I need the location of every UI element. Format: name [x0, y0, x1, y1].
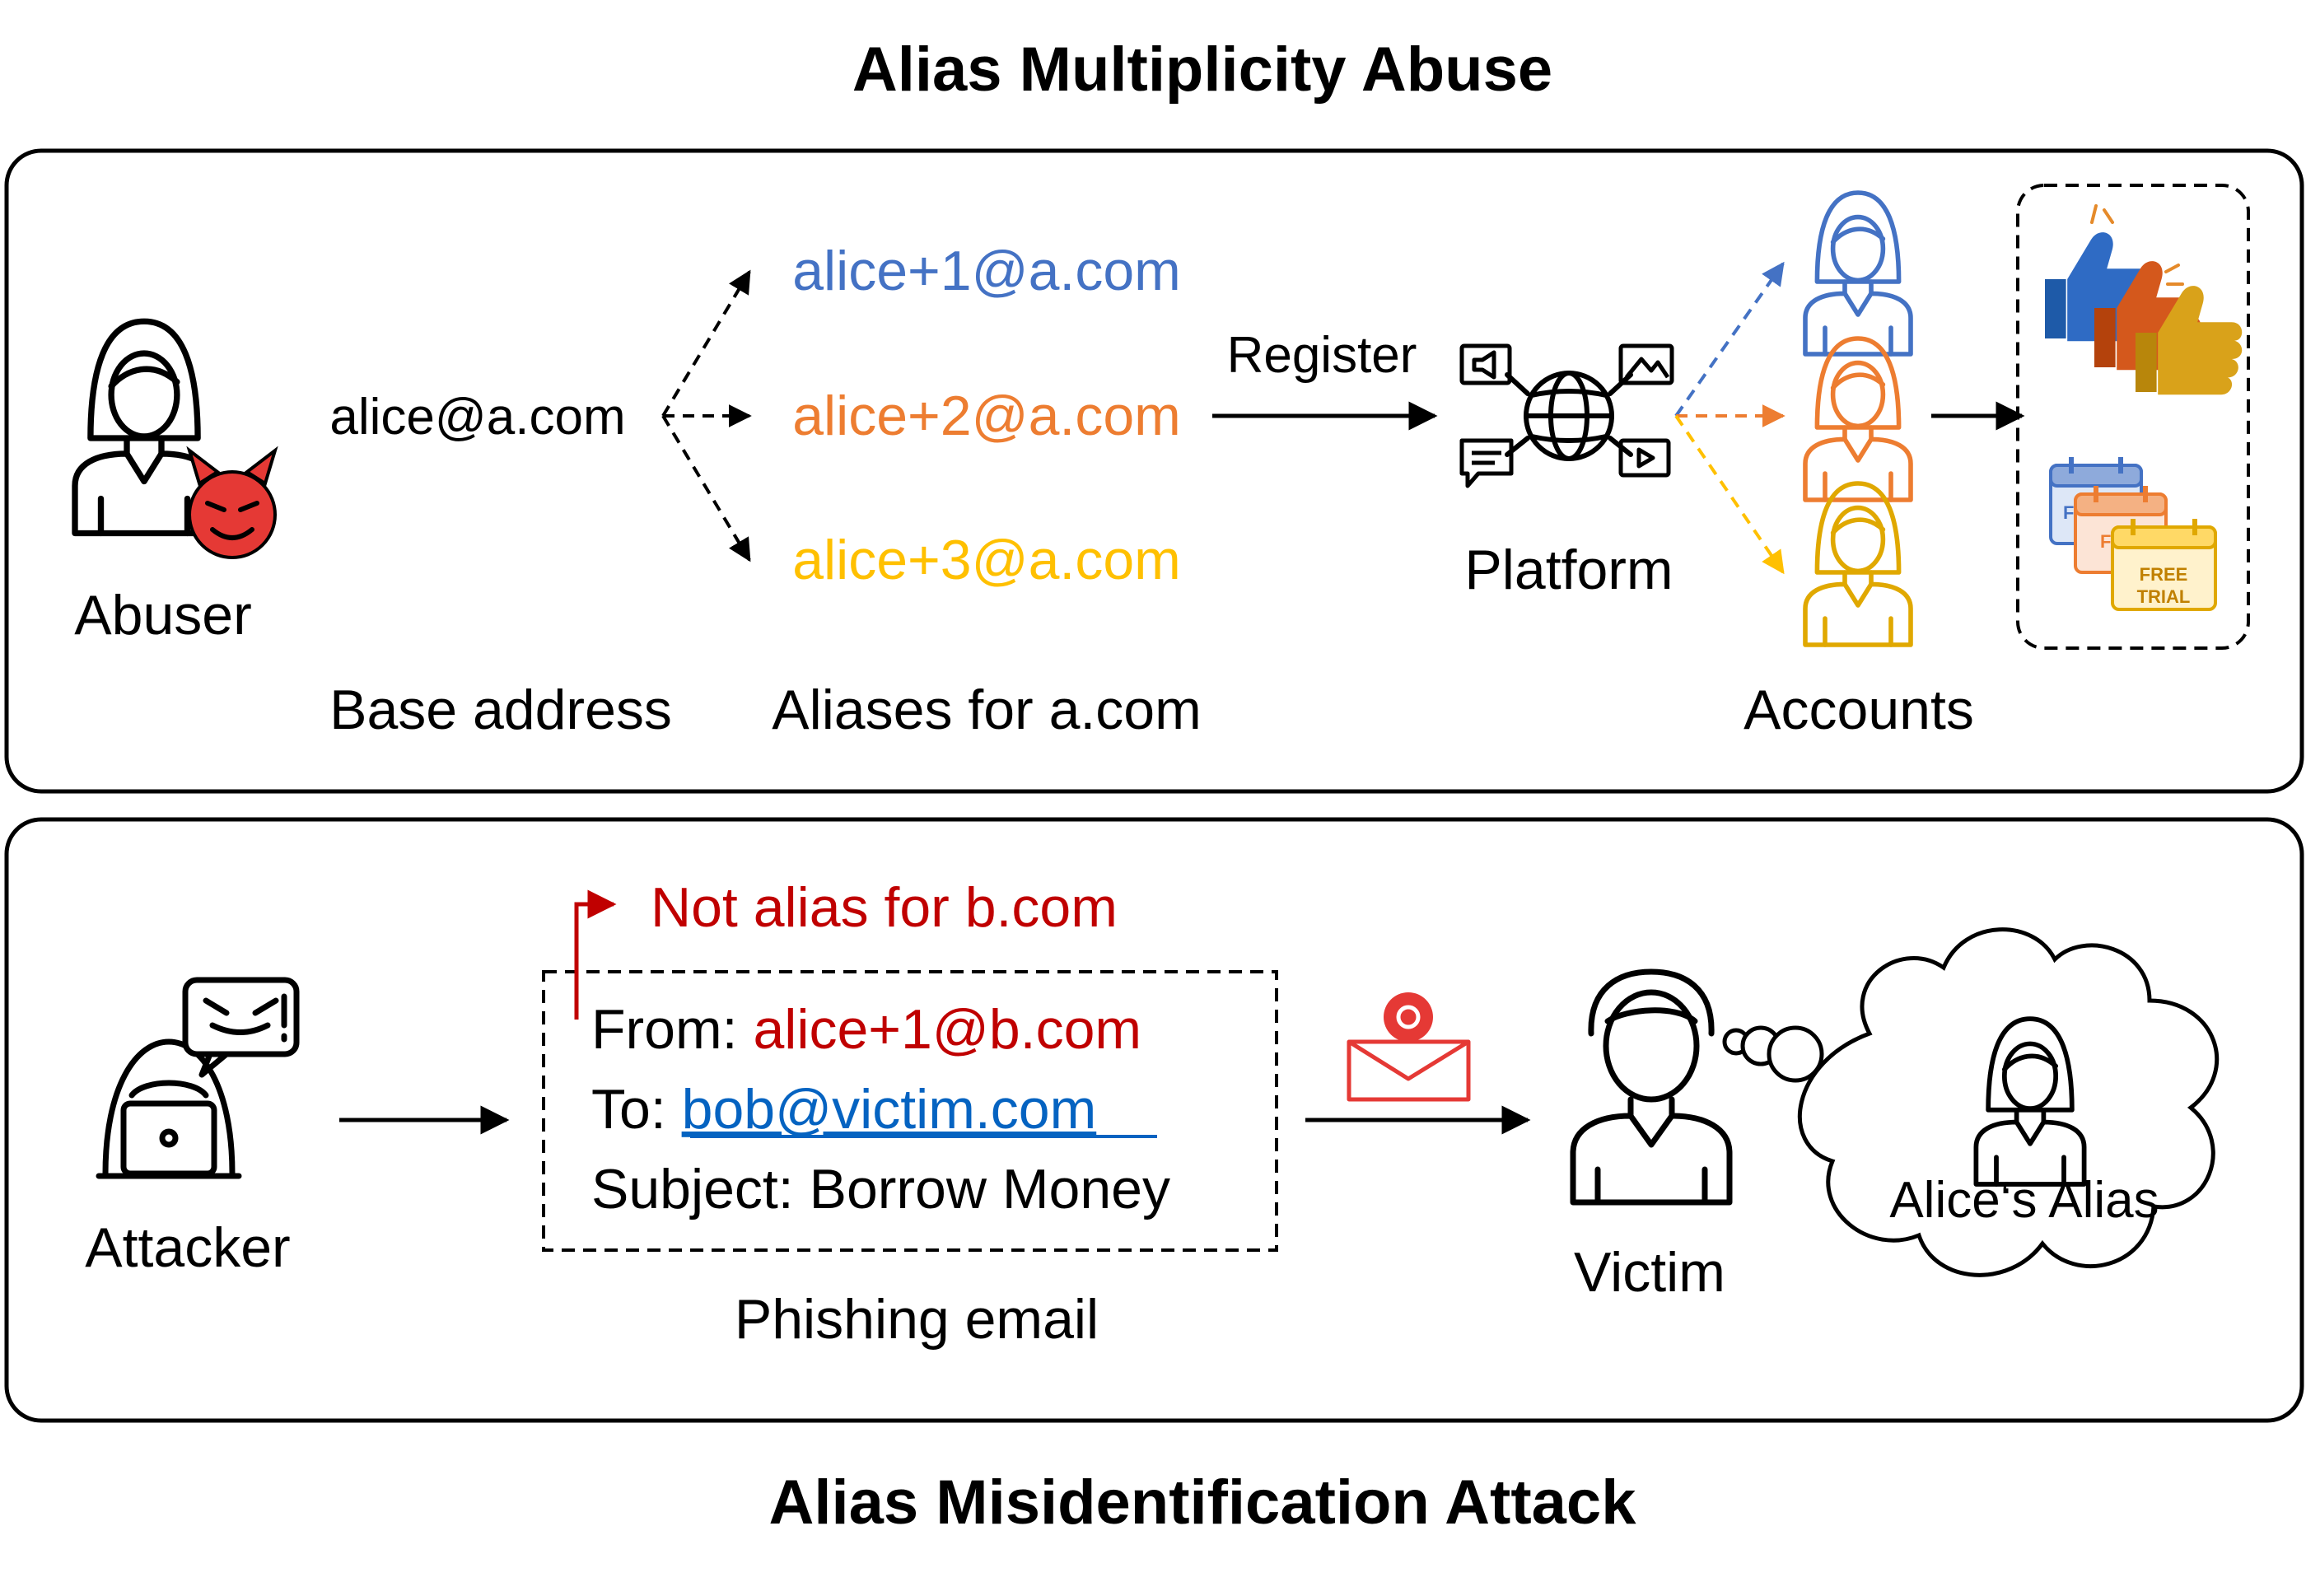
- svg-text:FREE: FREE: [2140, 564, 2188, 585]
- platform-video-icon: [1618, 438, 1671, 478]
- base-email: alice@a.com: [329, 389, 625, 446]
- thought-cloud: [1797, 927, 2220, 1277]
- to-line: To: bob@victim.com: [591, 1078, 1096, 1141]
- account-icon-blue: [1805, 193, 1911, 354]
- mail-icon: [1347, 992, 1471, 1102]
- platform-image-icon: [1618, 343, 1674, 385]
- phishing-email-caption: Phishing email: [735, 1288, 1099, 1351]
- thought-label: Alice‘s Alias: [1889, 1172, 2159, 1229]
- abuser-label: Abuser: [74, 584, 251, 646]
- attacker-icon: [96, 977, 300, 1179]
- account-arrow-blue: [1674, 261, 1785, 418]
- accounts-label: Accounts: [1744, 679, 1974, 741]
- platform-globe-icon: [1505, 371, 1633, 461]
- top-section-title: Alias Multiplicity Abuse: [852, 35, 1552, 105]
- not-alias-pointer: [574, 889, 617, 1020]
- alias-1: alice+1@a.com: [792, 240, 1181, 302]
- platform-chat-icon: [1459, 438, 1514, 488]
- from-line: From: alice+1@b.com: [591, 998, 1141, 1061]
- svg-text:TRIAL: TRIAL: [2137, 586, 2191, 607]
- base-address-caption: Base address: [329, 679, 672, 741]
- account-icon-yellow: [1805, 483, 1911, 645]
- alias-3: alice+3@a.com: [792, 529, 1181, 591]
- platform-speaker-icon: [1459, 343, 1512, 385]
- subject-line: Subject: Borrow Money: [591, 1158, 1170, 1220]
- aliases-caption: Aliases for a.com: [772, 679, 1202, 741]
- not-alias-note: Not alias for b.com: [651, 876, 1118, 939]
- devil-icon: [186, 446, 278, 559]
- victim-icon: [1570, 968, 1733, 1206]
- thumbs-up-icon: [2045, 204, 2243, 395]
- thought-bubbles: [1722, 1025, 1824, 1083]
- phishing-email-box: [542, 970, 1278, 1252]
- alias-2: alice+2@a.com: [792, 385, 1181, 447]
- alias-arrows: [661, 269, 752, 562]
- free-trial-calendar-icon: FR FR FREE TRIAL: [2049, 457, 2217, 611]
- to-label: To:: [591, 1078, 666, 1141]
- account-icon-orange: [1805, 338, 1911, 500]
- victim-label: Victim: [1574, 1241, 1725, 1304]
- account-arrow-yellow: [1674, 414, 1785, 575]
- from-value: alice+1@b.com: [753, 998, 1141, 1061]
- bottom-panel: [4, 817, 2304, 1423]
- to-email-link[interactable]: bob@victim.com: [682, 1078, 1097, 1141]
- top-panel: [4, 148, 2304, 794]
- benefits-box: [2016, 184, 2250, 650]
- bottom-section-title: Alias Misidentification Attack: [769, 1468, 1637, 1538]
- platform-label: Platform: [1464, 539, 1673, 601]
- from-label: From:: [591, 998, 738, 1061]
- attacker-label: Attacker: [85, 1216, 290, 1279]
- register-label: Register: [1227, 327, 1417, 384]
